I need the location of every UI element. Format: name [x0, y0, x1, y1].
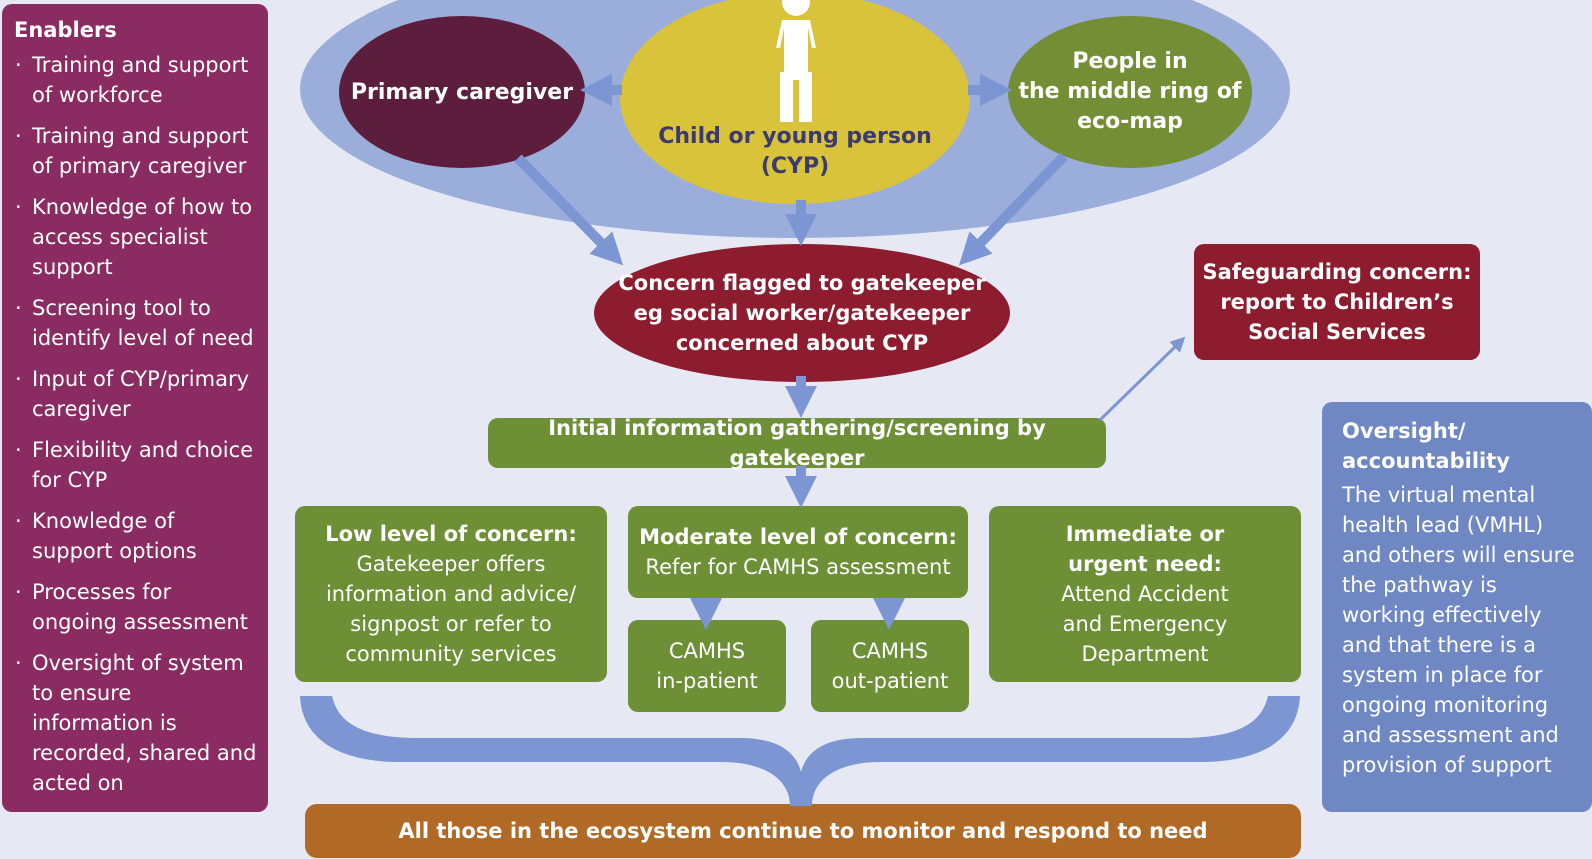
arrow-screening-to-safeguarding	[1098, 336, 1186, 422]
safeguarding-node: Safeguarding concern: report to Children…	[1194, 244, 1480, 360]
oversight-title: Oversight/ accountability	[1342, 419, 1510, 473]
footer-banner: All those in the ecosystem continue to m…	[305, 804, 1301, 858]
camhs-outpatient-node: CAMHS out-patient	[811, 620, 969, 712]
enabler-item: ·Processes for ongoing assessment	[15, 580, 248, 634]
child-label: Child or young person	[658, 124, 932, 149]
enabler-item: ·Input of CYP/primary caregiver	[15, 367, 250, 421]
child-figure-icon	[776, 0, 816, 122]
arrow-middle-to-concern	[958, 152, 1068, 266]
enabler-item: ·Knowledge of support options	[15, 509, 197, 563]
oversight-body: The virtual mental health lead (VMHL) an…	[1342, 483, 1575, 777]
low-concern-node: Low level of concern: Gatekeeper offers …	[295, 506, 607, 682]
oversight-panel: Oversight/ accountability The virtual me…	[1322, 402, 1592, 812]
concern-flagged-node: Concern flagged to gatekeeper eg social …	[594, 244, 1010, 382]
child-abbrev: (CYP)	[760, 154, 830, 179]
moderate-concern-node: Moderate level of concern: Refer for CAM…	[628, 506, 968, 598]
middle-ring-node: People in the middle ring of eco-map	[1008, 16, 1252, 168]
enabler-item: ·Flexibility and choice for CYP	[15, 438, 254, 492]
arrow-caregiver-to-concern	[514, 154, 624, 266]
camhs-inpatient-node: CAMHS in-patient	[628, 620, 786, 712]
enabler-item: ·Training and support of workforce	[15, 53, 249, 107]
enabler-item: ·Training and support of primary caregiv…	[15, 124, 249, 178]
enablers-list: ·Training and support of workforce ·Trai…	[14, 50, 258, 798]
enablers-title: Enablers	[14, 18, 117, 42]
enabler-item: ·Oversight of system to ensure informati…	[15, 651, 257, 795]
enabler-item: ·Knowledge of how to access specialist s…	[15, 195, 253, 279]
enabler-item: ·Screening tool to identify level of nee…	[15, 296, 254, 350]
bracket-brace	[300, 696, 1300, 806]
child-node: Child or young person (CYP)	[620, 0, 970, 204]
screening-node: Initial information gathering/screening …	[488, 416, 1106, 470]
enablers-panel: Enablers ·Training and support of workfo…	[2, 4, 268, 812]
primary-caregiver-node: Primary caregiver	[339, 16, 585, 168]
urgent-need-node: Immediate or urgent need: Attend Acciden…	[989, 506, 1301, 682]
